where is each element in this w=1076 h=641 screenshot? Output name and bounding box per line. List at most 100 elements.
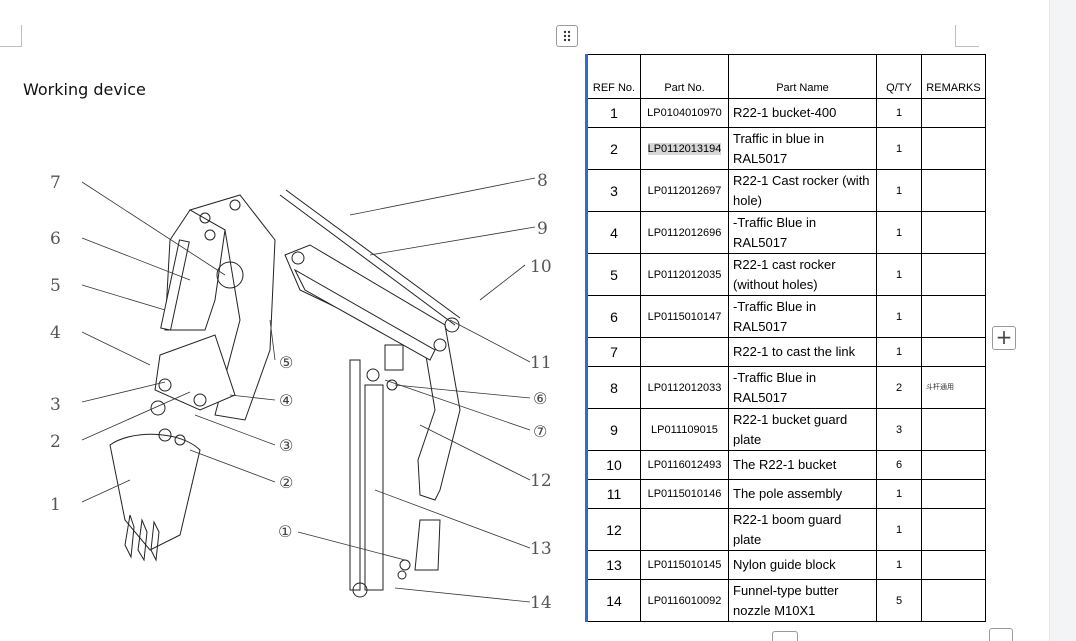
ref-no-cell[interactable]: 11: [585, 479, 641, 509]
ref-no-cell-text: 1: [610, 105, 618, 121]
part-no-cell[interactable]: LP0112012035: [640, 253, 729, 296]
remarks-cell[interactable]: [921, 579, 986, 622]
part-no-cell[interactable]: LP0115010147: [640, 295, 729, 338]
ref-no-cell[interactable]: 8: [585, 366, 641, 409]
part-name-cell[interactable]: -Traffic Blue in RAL5017: [728, 295, 877, 338]
part-no-cell[interactable]: LP011109015: [640, 408, 729, 451]
part-name-cell[interactable]: R22-1 cast rocker (without holes): [728, 253, 877, 296]
part-name-cell[interactable]: R22-1 to cast the link: [728, 337, 877, 367]
qty-cell[interactable]: 1: [876, 253, 922, 296]
ref-no-cell[interactable]: 2: [585, 127, 641, 170]
part-name-cell[interactable]: R22-1 bucket-400: [728, 98, 877, 128]
callout-7: 7: [50, 173, 61, 193]
ref-no-cell[interactable]: 1: [585, 98, 641, 128]
part-name-cell-text: The pole assembly: [733, 486, 843, 501]
part-name-cell[interactable]: The pole assembly: [728, 479, 877, 509]
part-no-cell[interactable]: LP0116010092: [640, 579, 729, 622]
ref-no-cell-text: 2: [610, 140, 618, 157]
remarks-cell[interactable]: [921, 337, 986, 367]
part-no-cell[interactable]: LP0115010146: [640, 479, 729, 509]
remarks-cell[interactable]: [921, 169, 986, 212]
part-name-cell[interactable]: R22-1 bucket guard plate: [728, 408, 877, 451]
ref-no-cell[interactable]: 13: [585, 550, 641, 580]
part-no-cell[interactable]: LP0112012697: [640, 169, 729, 212]
ref-no-cell[interactable]: 12: [585, 508, 641, 551]
remarks-cell[interactable]: [921, 295, 986, 338]
part-name-cell[interactable]: Funnel-type butter nozzle M10X1: [728, 579, 877, 622]
remarks-cell[interactable]: [921, 450, 986, 480]
qty-cell[interactable]: 1: [876, 337, 922, 367]
table-move-handle[interactable]: [556, 25, 578, 47]
part-no-cell-text: LP0115010145: [647, 559, 722, 571]
part-name-cell[interactable]: -Traffic Blue in RAL5017: [728, 366, 877, 409]
ref-no-cell-text: 12: [606, 521, 622, 538]
part-name-cell[interactable]: R22-1 boom guard plate: [728, 508, 877, 551]
remarks-cell[interactable]: [921, 253, 986, 296]
ref-no-cell[interactable]: 10: [585, 450, 641, 480]
part-no-cell[interactable]: LP0104010970: [640, 98, 729, 128]
qty-cell[interactable]: 3: [876, 408, 922, 451]
qty-cell[interactable]: 1: [876, 98, 922, 128]
part-no-cell[interactable]: LP0112012696: [640, 211, 729, 254]
part-no-cell[interactable]: [640, 337, 729, 367]
ref-no-cell[interactable]: 14: [585, 579, 641, 622]
ref-no-cell[interactable]: 9: [585, 408, 641, 451]
qty-cell[interactable]: 1: [876, 550, 922, 580]
part-name-cell[interactable]: -Traffic Blue in RAL5017: [728, 211, 877, 254]
remarks-cell[interactable]: [921, 479, 986, 509]
part-name-cell[interactable]: Traffic in blue in RAL5017: [728, 127, 877, 170]
ref-no-cell[interactable]: 4: [585, 211, 641, 254]
remarks-cell[interactable]: [921, 550, 986, 580]
remarks-cell[interactable]: [921, 408, 986, 451]
qty-cell[interactable]: 1: [876, 169, 922, 212]
table-row: 4 LP0112012696 -Traffic Blue in RAL5017 1: [585, 211, 986, 254]
circled-callout-6: ⑥: [533, 389, 547, 408]
remarks-cell[interactable]: [921, 98, 986, 128]
qty-cell-text: 1: [895, 226, 903, 239]
table-row: 11 LP0115010146 The pole assembly 1: [585, 479, 986, 509]
part-name-cell[interactable]: Nylon guide block: [728, 550, 877, 580]
part-no-cell-text: LP0115010146: [647, 488, 722, 500]
part-no-cell[interactable]: LP0112012033: [640, 366, 729, 409]
table-header-row: REF No. Part No. Part Name Q/TY REMARKS: [585, 54, 986, 99]
callout-14: 14: [530, 593, 552, 613]
part-no-cell-text: LP0112013194: [647, 142, 722, 155]
part-no-cell[interactable]: LP0112013194: [640, 127, 729, 170]
qty-cell[interactable]: 5: [876, 579, 922, 622]
remarks-cell[interactable]: [921, 508, 986, 551]
remarks-cell[interactable]: 斗杆通用: [921, 366, 986, 409]
qty-cell[interactable]: 1: [876, 295, 922, 338]
qty-cell[interactable]: 2: [876, 366, 922, 409]
part-name-cell[interactable]: The R22-1 bucket: [728, 450, 877, 480]
add-row-handle[interactable]: [772, 631, 798, 641]
circled-callout-1: ①: [278, 522, 292, 541]
part-name-cell-text: The R22-1 bucket: [733, 457, 837, 472]
qty-cell[interactable]: 1: [876, 508, 922, 551]
qty-cell[interactable]: 6: [876, 450, 922, 480]
part-no-cell-text: LP0112012696: [647, 226, 722, 239]
ref-no-cell-text: 8: [610, 379, 618, 396]
callout-13: 13: [530, 539, 552, 559]
remarks-cell[interactable]: [921, 127, 986, 170]
ref-no-cell[interactable]: 6: [585, 295, 641, 338]
table-resize-handle[interactable]: [989, 628, 1013, 641]
part-no-cell[interactable]: LP0115010145: [640, 550, 729, 580]
part-name-cell[interactable]: R22-1 Cast rocker (with hole): [728, 169, 877, 212]
add-column-button[interactable]: +: [992, 326, 1016, 350]
qty-cell[interactable]: 1: [876, 211, 922, 254]
ref-no-cell[interactable]: 3: [585, 169, 641, 212]
remarks-cell[interactable]: [921, 211, 986, 254]
part-name-cell-text: R22-1 boom guard plate: [733, 511, 842, 547]
part-no-cell[interactable]: [640, 508, 729, 551]
ref-no-cell[interactable]: 7: [585, 337, 641, 367]
part-no-cell[interactable]: LP0116012493: [640, 450, 729, 480]
qty-cell[interactable]: 1: [876, 127, 922, 170]
qty-cell[interactable]: 1: [876, 479, 922, 509]
ref-no-cell[interactable]: 5: [585, 253, 641, 296]
part-name-cell-text: R22-1 Cast rocker (with hole): [733, 172, 870, 208]
leader-lines: [81, 177, 536, 603]
header-ref-no: REF No.: [585, 54, 641, 99]
